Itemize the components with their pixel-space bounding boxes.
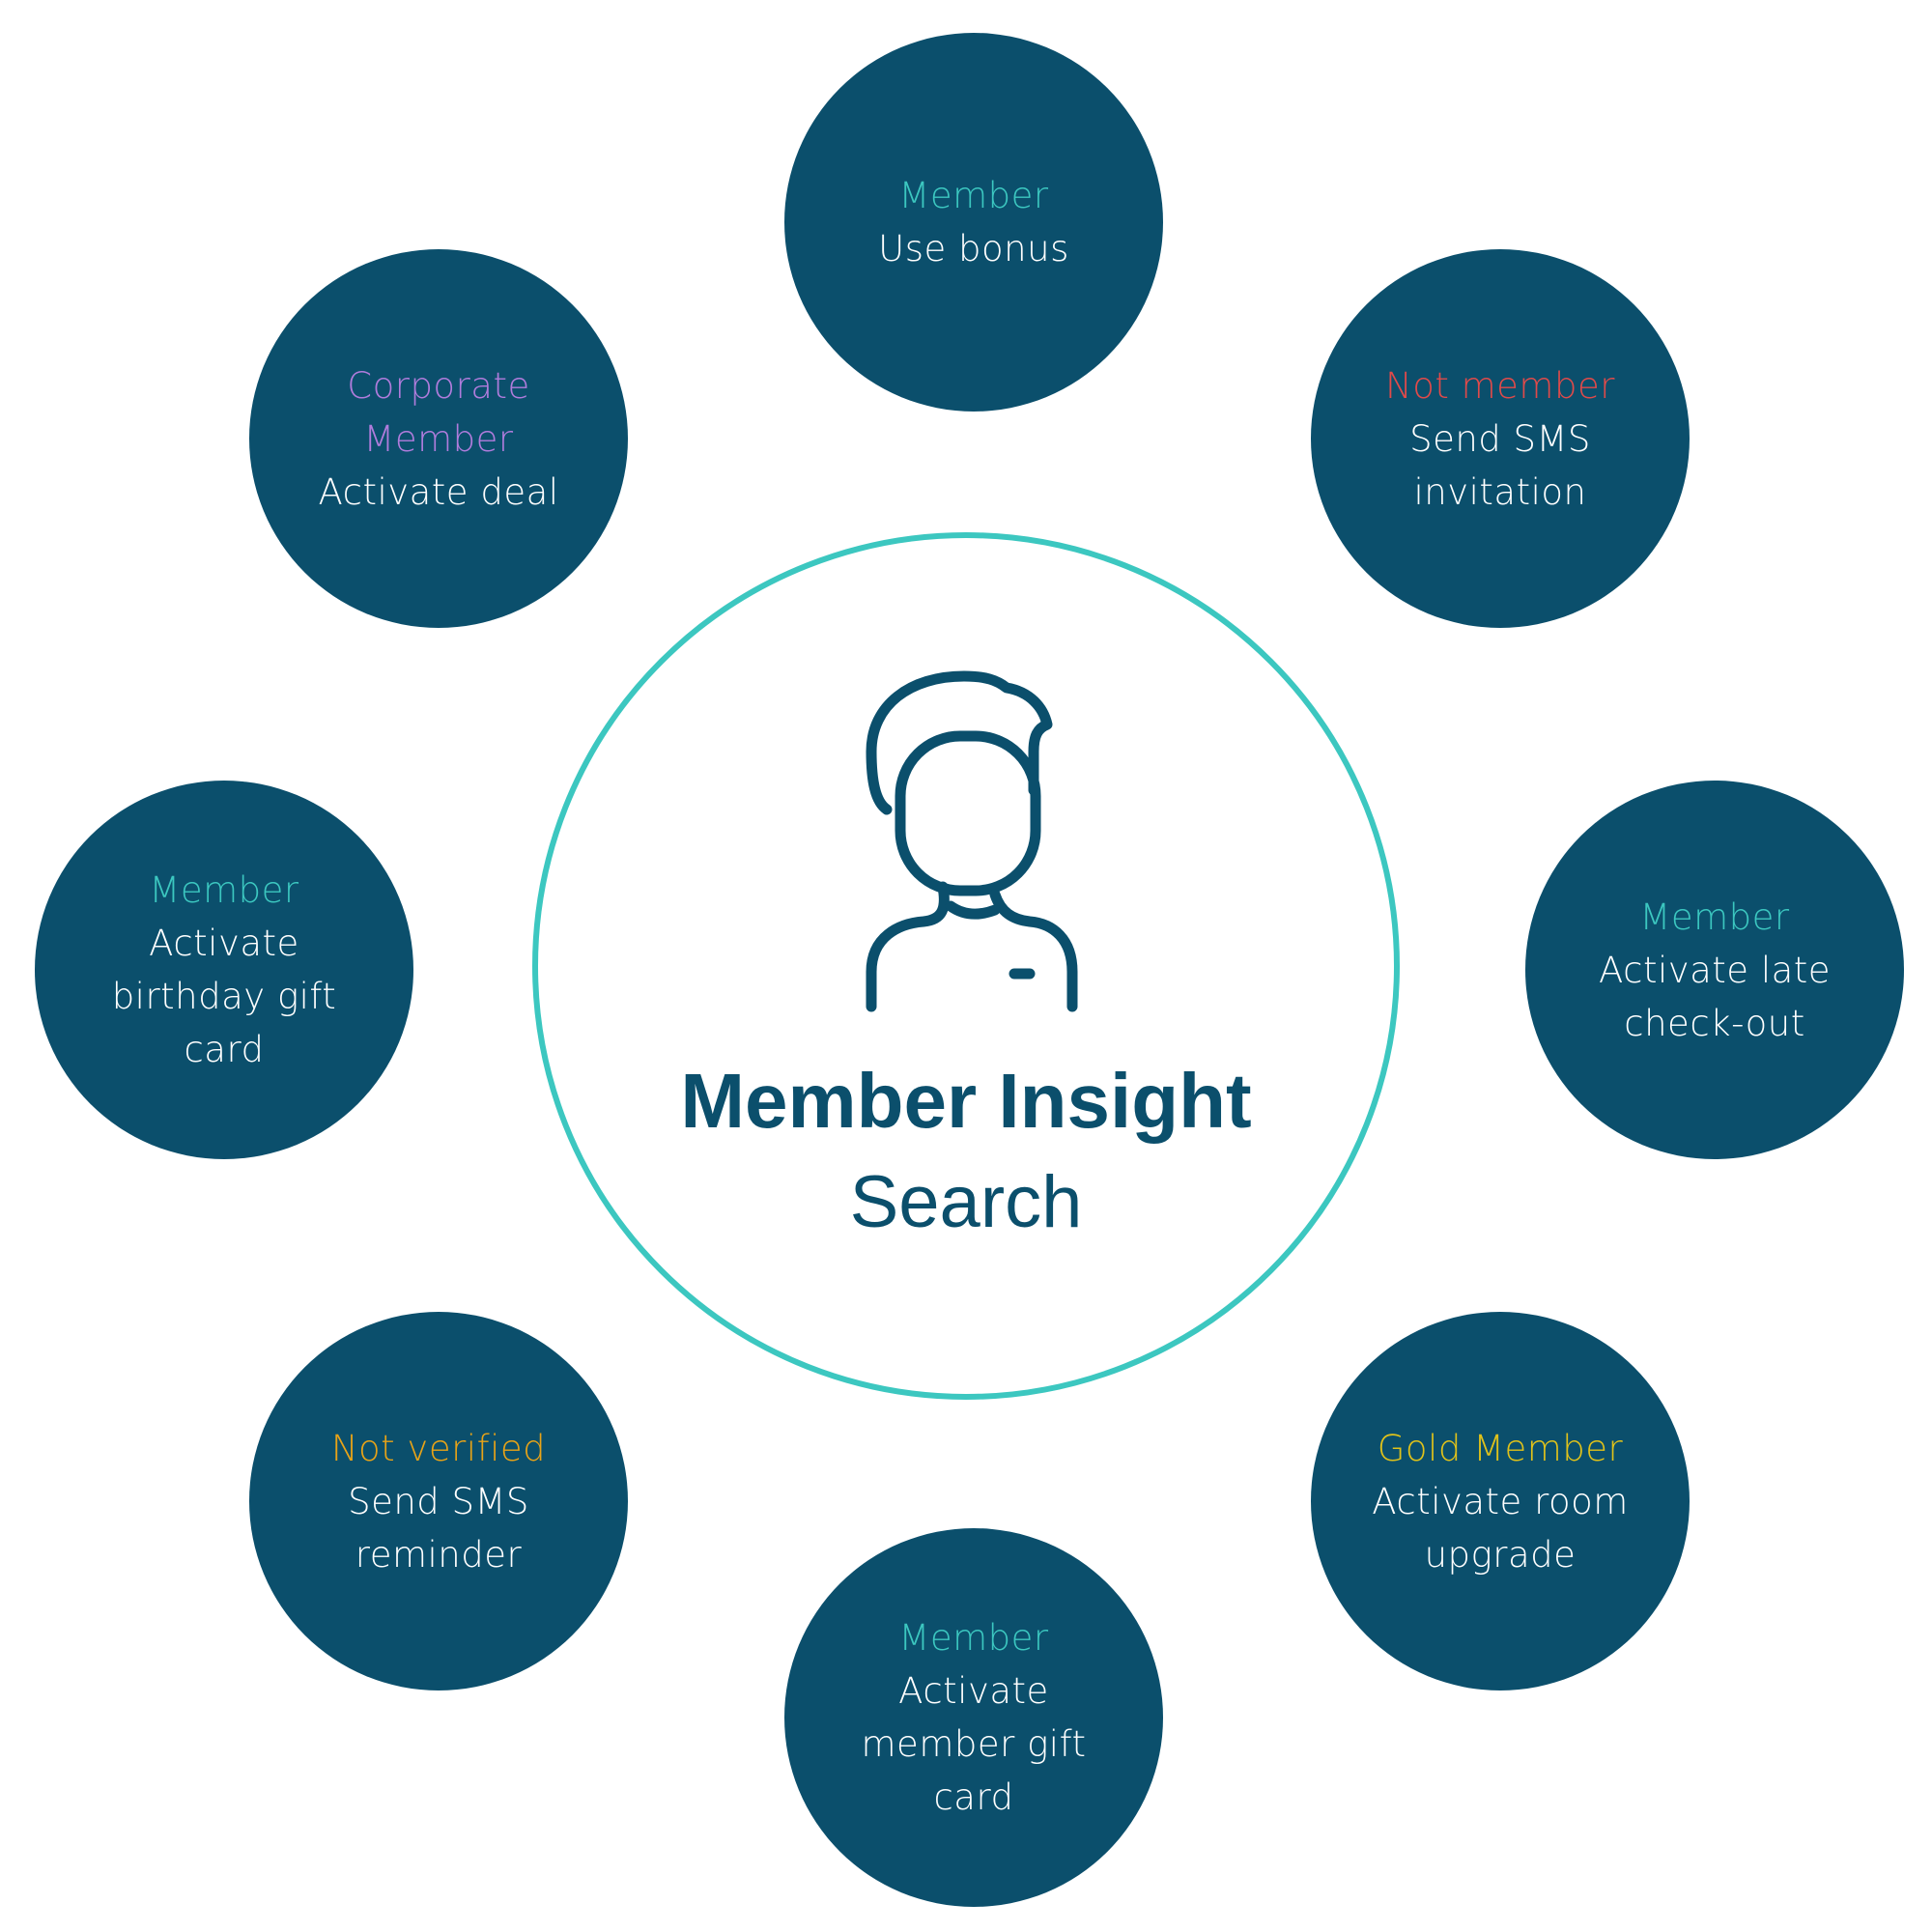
node-action-label: Use bonus [878, 228, 1069, 270]
node-not-verified-send-sms-reminder[interactable]: Not verified Send SMS reminder [249, 1312, 628, 1690]
node-gold-member-activate-room-upgrade[interactable]: Gold Member Activate room upgrade [1311, 1312, 1690, 1690]
node-action-label: Activate member gift card [861, 1670, 1087, 1818]
node-status-label: Member [898, 1617, 1049, 1659]
node-action-label: Send SMS reminder [348, 1480, 529, 1576]
node-status-label: Member [898, 175, 1049, 216]
node-status-label: Member [149, 869, 299, 911]
node-member-use-bonus[interactable]: Member Use bonus [784, 33, 1163, 412]
user-avatar-icon [866, 670, 1078, 1012]
node-member-activate-late-checkout[interactable]: Member Activate late check-out [1525, 781, 1904, 1159]
hub-subtitle: Search [849, 1161, 1083, 1243]
node-action-label: Activate room upgrade [1372, 1480, 1629, 1576]
node-not-member-send-sms-invitation[interactable]: Not member Send SMS invitation [1311, 249, 1690, 628]
node-status-label: Not verified [330, 1427, 547, 1469]
node-member-activate-member-gift-card[interactable]: Member Activate member gift card [784, 1528, 1163, 1907]
node-action-label: Activate late check-out [1598, 949, 1832, 1044]
node-status-label: Member [1639, 895, 1790, 938]
node-status-label: Gold Member [1377, 1427, 1624, 1469]
hub-title: Member Insight [680, 1058, 1252, 1144]
node-status-label: Not member [1385, 364, 1615, 407]
node-action-label: Activate deal [318, 470, 559, 513]
node-action-label: Send SMS invitation [1409, 417, 1591, 513]
node-member-activate-birthday-gift-card[interactable]: Member Activate birthday gift card [35, 781, 413, 1159]
node-action-label: Activate birthday gift card [111, 923, 337, 1070]
node-status-label: Corporate Member [347, 364, 530, 460]
node-corporate-member-activate-deal[interactable]: Corporate Member Activate deal [249, 249, 628, 628]
